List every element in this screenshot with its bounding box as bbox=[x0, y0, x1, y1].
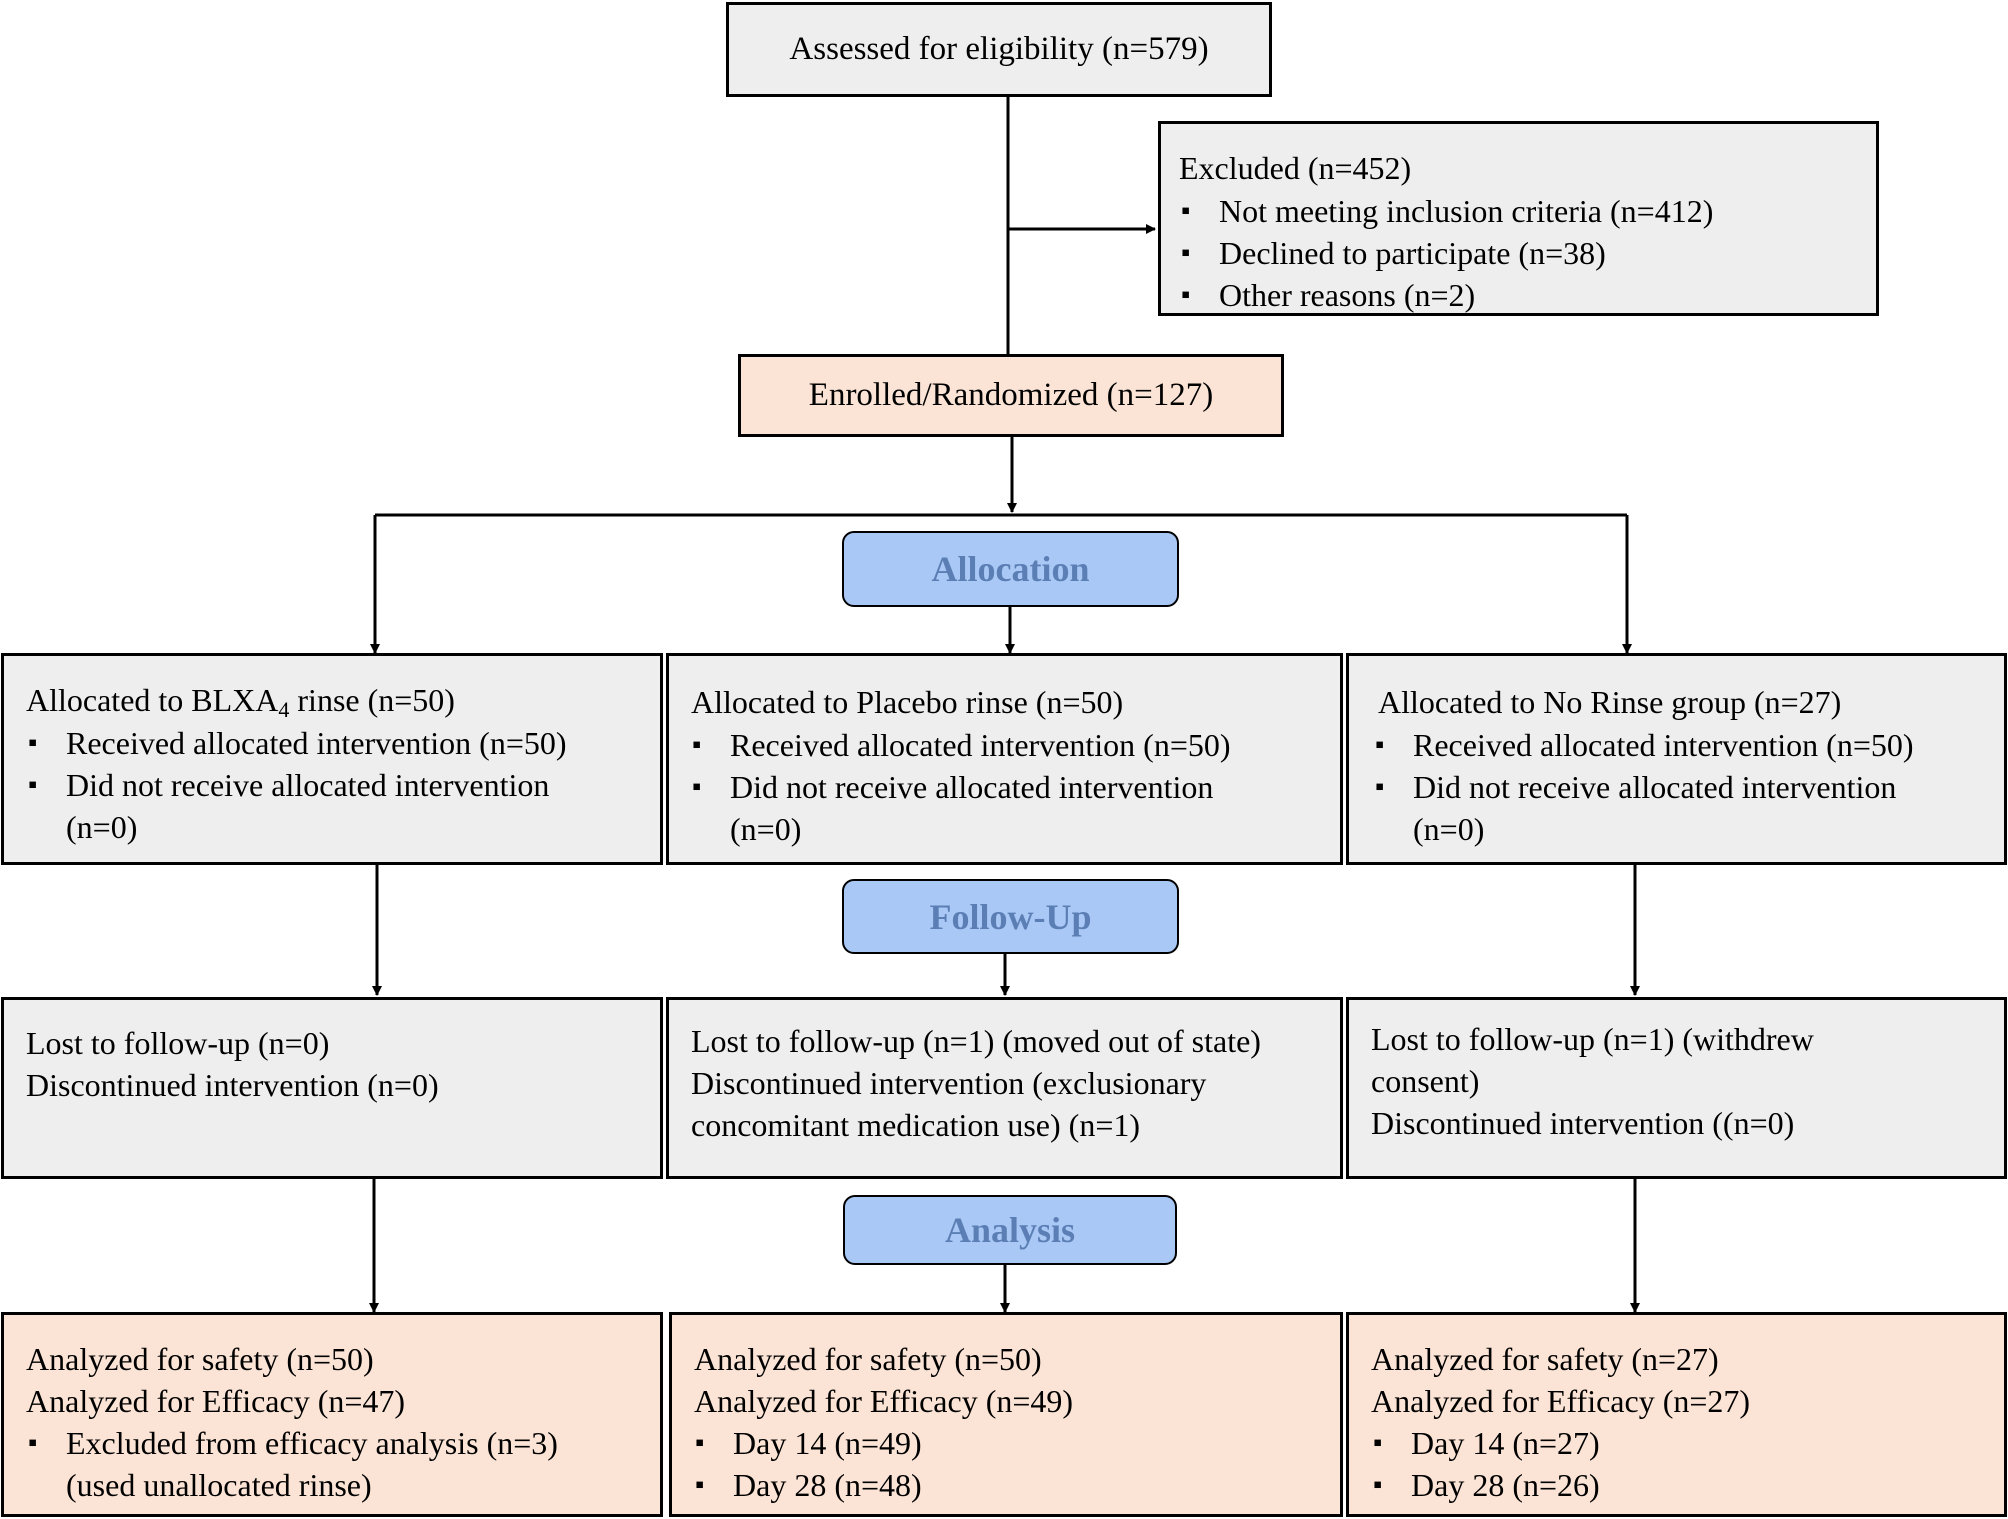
followup-norinse-box: Lost to follow-up (n=1) (withdrew consen… bbox=[1346, 997, 2007, 1179]
allocation-placebo-box: Allocated to Placebo rinse (n=50) Receiv… bbox=[666, 653, 1343, 865]
followup-line: Discontinued intervention (n=0) bbox=[26, 1067, 439, 1103]
allocation-item: Received allocated intervention (n=50) bbox=[692, 724, 1230, 766]
allocation-blxa-box: Allocated to BLXA4 rinse (n=50) Received… bbox=[1, 653, 663, 865]
excluded-title: Excluded (n=452) bbox=[1179, 150, 1412, 186]
followup-line: concomitant medication use) (n=1) bbox=[691, 1107, 1141, 1143]
followup-line: Discontinued intervention (exclusionary bbox=[691, 1065, 1207, 1101]
analysis-item: Day 28 (n=48) bbox=[695, 1464, 922, 1506]
analysis-item: Day 14 (n=27) bbox=[1373, 1422, 1600, 1464]
analysis-item: Day 28 (n=26) bbox=[1373, 1464, 1600, 1506]
analysis-item: Excluded from efficacy analysis (n=3) bbox=[28, 1422, 558, 1464]
analysis-line: Analyzed for safety (n=50) bbox=[694, 1341, 1042, 1377]
excluded-box: Excluded (n=452) Not meeting inclusion c… bbox=[1158, 121, 1879, 316]
allocation-blxa-title: Allocated to BLXA4 rinse (n=50) bbox=[26, 682, 455, 722]
followup-line: Lost to follow-up (n=1) (withdrew bbox=[1371, 1021, 1814, 1057]
allocation-item: Did not receive allocated intervention bbox=[28, 764, 549, 806]
assessed-label: Assessed for eligibility (n=579) bbox=[789, 31, 1209, 67]
followup-phase-label: Follow-Up bbox=[842, 879, 1179, 954]
followup-blxa-box: Lost to follow-up (n=0) Discontinued int… bbox=[1, 997, 663, 1179]
followup-line: Lost to follow-up (n=1) (moved out of st… bbox=[691, 1023, 1261, 1059]
enrolled-box: Enrolled/Randomized (n=127) bbox=[738, 354, 1284, 437]
allocation-item: Received allocated intervention (n=50) bbox=[28, 722, 566, 764]
analysis-blxa-box: Analyzed for safety (n=50) Analyzed for … bbox=[1, 1312, 663, 1517]
analysis-line: Analyzed for Efficacy (n=49) bbox=[694, 1383, 1074, 1419]
allocation-norinse-title: Allocated to No Rinse group (n=27) bbox=[1378, 684, 1842, 720]
allocation-norinse-box: Allocated to No Rinse group (n=27) Recei… bbox=[1346, 653, 2007, 865]
followup-line: Discontinued intervention ((n=0) bbox=[1371, 1105, 1795, 1141]
excluded-item: Other reasons (n=2) bbox=[1181, 274, 1475, 316]
analysis-line: Analyzed for Efficacy (n=47) bbox=[26, 1383, 406, 1419]
enrolled-label: Enrolled/Randomized (n=127) bbox=[808, 377, 1214, 413]
allocation-phase-label: Allocation bbox=[842, 531, 1179, 607]
followup-placebo-box: Lost to follow-up (n=1) (moved out of st… bbox=[666, 997, 1343, 1179]
analysis-phase-label: Analysis bbox=[843, 1195, 1177, 1265]
allocation-item: Did not receive allocated intervention bbox=[1375, 766, 1896, 808]
excluded-item: Declined to participate (n=38) bbox=[1181, 232, 1606, 274]
allocation-item-cont: (n=0) bbox=[66, 809, 138, 845]
analysis-line: Analyzed for safety (n=27) bbox=[1371, 1341, 1719, 1377]
assessed-box: Assessed for eligibility (n=579) bbox=[726, 2, 1272, 97]
allocation-item: Received allocated intervention (n=50) bbox=[1375, 724, 1913, 766]
allocation-item: Did not receive allocated intervention bbox=[692, 766, 1213, 808]
analysis-item-cont: (used unallocated rinse) bbox=[66, 1467, 372, 1503]
excluded-item: Not meeting inclusion criteria (n=412) bbox=[1181, 190, 1713, 232]
followup-line: Lost to follow-up (n=0) bbox=[26, 1025, 330, 1061]
analysis-line: Analyzed for Efficacy (n=27) bbox=[1371, 1383, 1751, 1419]
analysis-item: Day 14 (n=49) bbox=[695, 1422, 922, 1464]
analysis-placebo-box: Analyzed for safety (n=50) Analyzed for … bbox=[669, 1312, 1343, 1517]
followup-line: consent) bbox=[1371, 1063, 1480, 1099]
analysis-norinse-box: Analyzed for safety (n=27) Analyzed for … bbox=[1346, 1312, 2007, 1517]
allocation-item-cont: (n=0) bbox=[730, 811, 802, 847]
allocation-placebo-title: Allocated to Placebo rinse (n=50) bbox=[691, 684, 1124, 720]
analysis-line: Analyzed for safety (n=50) bbox=[26, 1341, 374, 1377]
allocation-item-cont: (n=0) bbox=[1413, 811, 1485, 847]
